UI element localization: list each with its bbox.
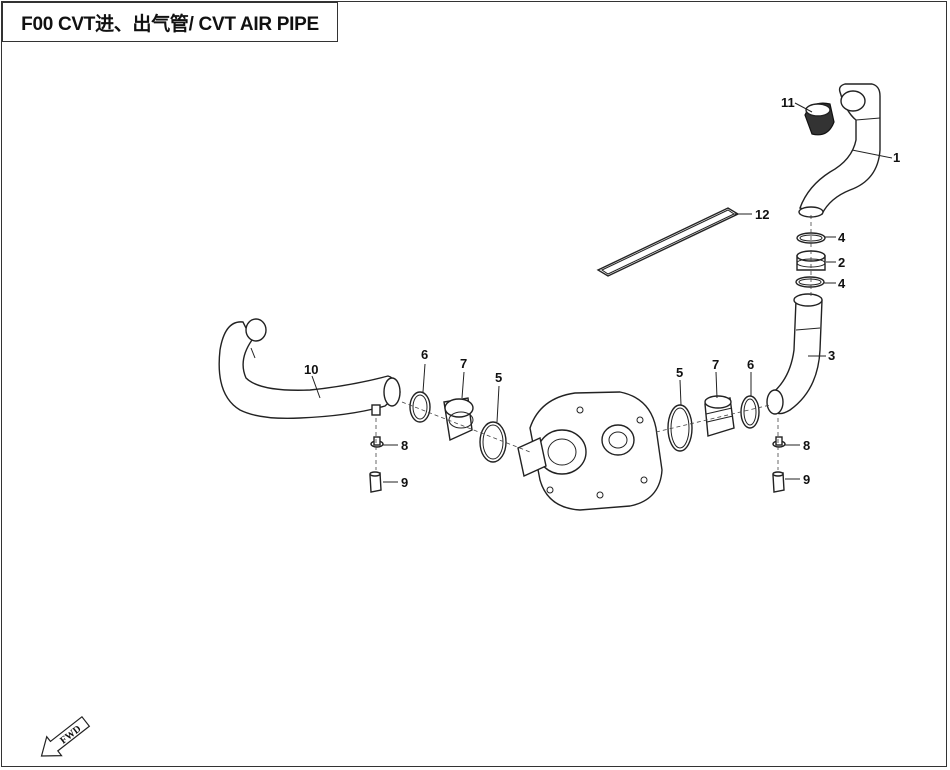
- callout-1: 1: [893, 150, 900, 165]
- callout-9-right: 9: [803, 472, 810, 487]
- callout-12: 12: [755, 207, 769, 222]
- callout-4-lower: 4: [838, 276, 846, 291]
- callout-4-upper: 4: [838, 230, 846, 245]
- part-9-nut-left: [369, 471, 382, 493]
- part-11-sleeve: [804, 102, 835, 136]
- callout-6-right: 6: [747, 357, 754, 372]
- part-7-bellows-right: [704, 395, 735, 437]
- callout-11: 11: [781, 95, 795, 110]
- part-8-screw-right: [772, 436, 786, 448]
- fwd-arrow: FWD: [40, 715, 91, 757]
- part-6-clamp-left: [409, 391, 431, 423]
- callout-9-left: 9: [401, 475, 408, 490]
- cvt-cover-housing: [517, 391, 663, 511]
- callout-2: 2: [838, 255, 845, 270]
- part-4-clamp-lower: [795, 276, 825, 288]
- part-12-label-strip: [596, 207, 740, 277]
- callout-7-left: 7: [460, 356, 467, 371]
- diagram-title: F00 CVT进、出气管/ CVT AIR PIPE: [21, 13, 319, 35]
- callout-5-right: 5: [676, 365, 683, 380]
- part-5-ring-right: [667, 404, 693, 452]
- title-box: F00 CVT进、出气管/ CVT AIR PIPE: [2, 2, 338, 42]
- callout-3: 3: [828, 348, 835, 363]
- callout-5-left: 5: [495, 370, 502, 385]
- callout-7-right: 7: [712, 357, 719, 372]
- callout-8-left: 8: [401, 438, 408, 453]
- callout-6-left: 6: [421, 347, 428, 362]
- assembly-axis: [375, 215, 812, 470]
- callout-labels: 11 1 12 4 2 4 3 6 7 5 10 5 7 6 8 8 9 9: [304, 95, 900, 490]
- part-6-clamp-right: [740, 395, 760, 429]
- part-9-nut-right: [772, 471, 785, 493]
- part-3-outlet-pipe: [766, 293, 823, 415]
- part-8-screw-left: [370, 436, 384, 448]
- part-10-inlet-pipe: [218, 318, 401, 420]
- callout-8-right: 8: [803, 438, 810, 453]
- part-1-upper-pipe: [798, 83, 881, 218]
- leader-lines: [311, 102, 893, 483]
- callout-10: 10: [304, 362, 318, 377]
- part-7-bellows-left: [443, 397, 474, 442]
- part-5-ring-left: [479, 421, 507, 463]
